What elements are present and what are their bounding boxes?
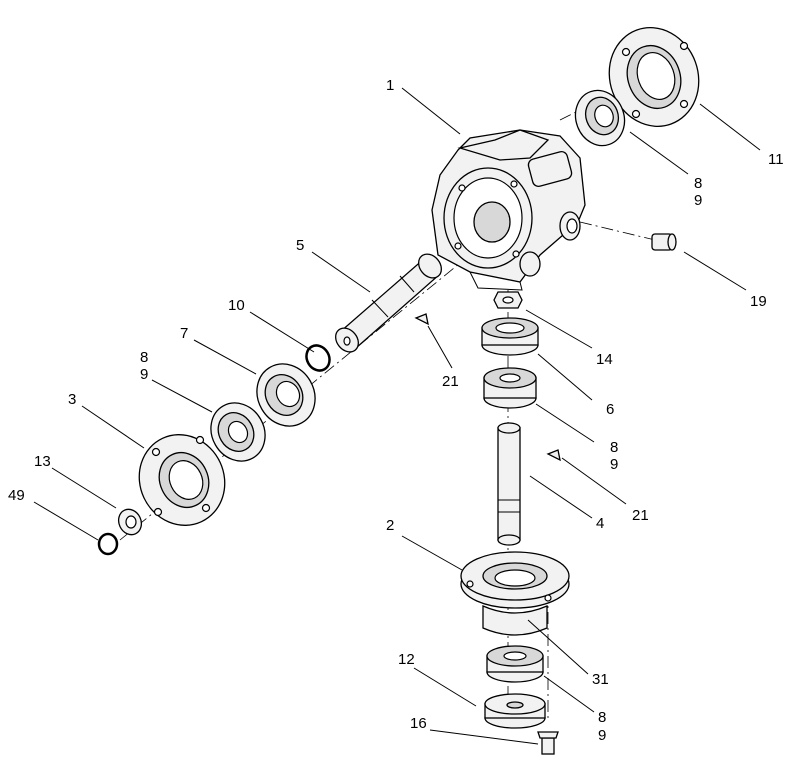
callout-9-bottom: 9 (598, 727, 606, 744)
callout-6: 6 (606, 401, 614, 418)
snap-ring-end (97, 532, 119, 556)
callout-9-right: 9 (610, 456, 618, 473)
shaft-key-upper (414, 313, 429, 326)
horizontal-input-shaft (335, 253, 442, 353)
bearing-vertical-upper (483, 367, 537, 409)
callout-labels: 1 11 8 9 19 5 10 7 8 9 3 13 49 21 14 6 8… (8, 77, 784, 744)
washer-horizontal (117, 508, 143, 536)
gearbox-housing (431, 129, 586, 291)
callout-14: 14 (596, 351, 613, 368)
callout-8-left: 8 (140, 349, 148, 366)
pipe-plug (651, 233, 677, 251)
flange-horizontal (138, 434, 226, 526)
callout-8-right: 8 (610, 439, 618, 456)
callout-8-bottom: 8 (598, 709, 606, 726)
bottom-cap (484, 693, 546, 729)
callout-21-lower: 21 (632, 507, 649, 524)
callout-7: 7 (180, 325, 188, 342)
callout-12: 12 (398, 651, 415, 668)
callout-31: 31 (592, 671, 609, 688)
bearing-horizontal (210, 402, 266, 462)
callout-1: 1 (386, 77, 394, 94)
bearing-vertical-lower (486, 645, 544, 683)
callout-13: 13 (34, 453, 51, 470)
upper-bearing (574, 89, 626, 147)
callout-5: 5 (296, 237, 304, 254)
lower-housing-flange (460, 551, 570, 636)
seal-vertical (481, 317, 539, 356)
callout-19: 19 (750, 293, 767, 310)
callout-21-upper: 21 (442, 373, 459, 390)
callout-2: 2 (386, 517, 394, 534)
callout-16: 16 (410, 715, 427, 732)
snap-ring-horizontal (305, 344, 331, 372)
callout-11: 11 (768, 151, 784, 168)
upper-flange-cap (608, 27, 700, 127)
bolt (537, 731, 559, 755)
callout-4: 4 (596, 515, 604, 532)
leader-lines (33, 87, 761, 745)
vertical-output-shaft (497, 422, 521, 546)
seal-horizontal (256, 363, 316, 427)
hex-nut (493, 291, 523, 309)
callout-8-upper: 8 (694, 175, 702, 192)
callout-10: 10 (228, 297, 245, 314)
callout-9-upper: 9 (694, 192, 702, 209)
callout-9-left: 9 (140, 366, 148, 383)
shaft-key-lower (546, 449, 561, 462)
callout-49: 49 (8, 487, 25, 504)
plug-axis (579, 221, 656, 241)
callout-3: 3 (68, 391, 76, 408)
